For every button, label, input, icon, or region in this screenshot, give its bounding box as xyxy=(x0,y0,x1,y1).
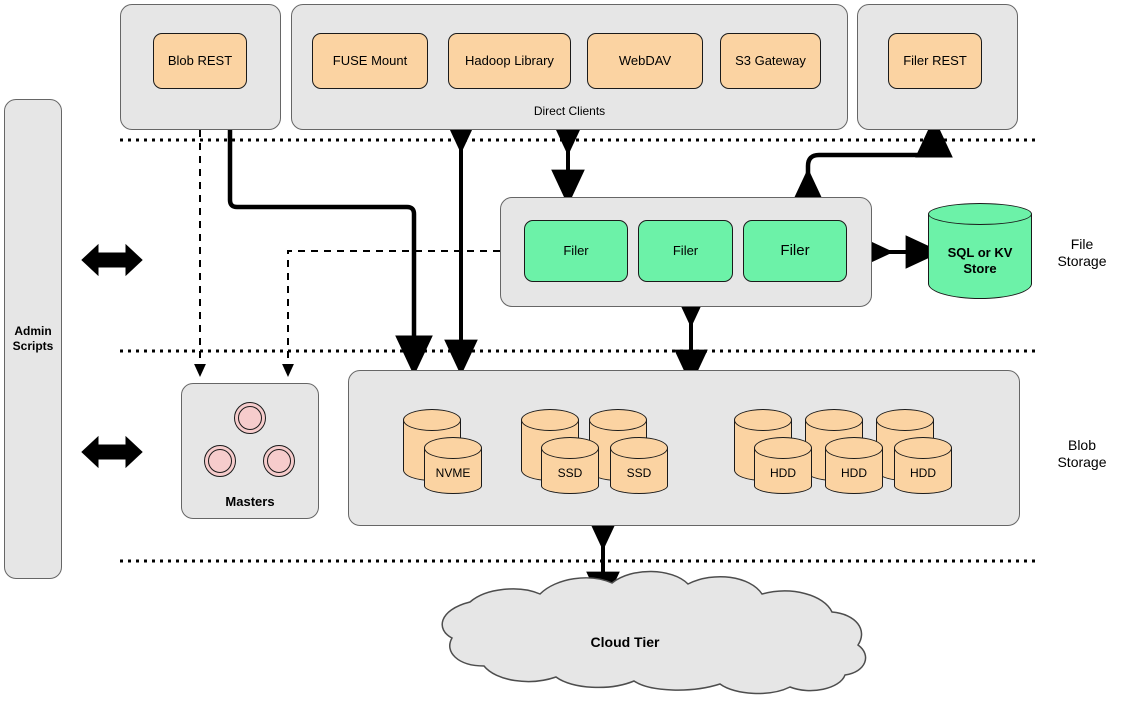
hdd-disk-front-2[interactable]: HDD xyxy=(825,437,883,494)
nvme-disk-front-1[interactable]: NVME xyxy=(424,437,482,494)
client-box-webdav[interactable]: WebDAV xyxy=(587,33,703,89)
ssd-disk-front-1[interactable]: SSD xyxy=(541,437,599,494)
cloud-tier-shape xyxy=(441,570,867,695)
ssd-disk-front-2[interactable]: SSD xyxy=(610,437,668,494)
hdd-disk-front-3[interactable]: HDD xyxy=(894,437,952,494)
tier-label-file-storage: File Storage xyxy=(1057,236,1107,269)
filer-node-3[interactable]: Filer xyxy=(743,220,847,282)
admin-scripts-panel[interactable]: Admin Scripts xyxy=(4,99,62,579)
filer-node-1[interactable]: Filer xyxy=(524,220,628,282)
link-blobrest-volumes xyxy=(227,130,433,376)
client-box-hadoop-library[interactable]: Hadoop Library xyxy=(448,33,571,89)
cylinder-top xyxy=(894,437,952,459)
masters-label: Masters xyxy=(225,494,275,509)
link-filerrest-filercluster xyxy=(789,117,953,209)
cylinder-top xyxy=(541,437,599,459)
master-node-1[interactable] xyxy=(234,402,266,434)
client-box-filer-rest[interactable]: Filer REST xyxy=(888,33,982,89)
admin-blob-arrow xyxy=(81,435,143,469)
filer-node-2[interactable]: Filer xyxy=(638,220,733,282)
cylinder-top xyxy=(754,437,812,459)
cylinder-top xyxy=(521,409,579,431)
hdd-label: HDD xyxy=(910,466,936,480)
cylinder-top xyxy=(825,437,883,459)
metadata-store-label: SQL or KV Store xyxy=(947,244,1013,276)
cloud-tier-label: Cloud Tier xyxy=(590,634,660,650)
hdd-label: HDD xyxy=(841,466,867,480)
hdd-label: HDD xyxy=(770,466,796,480)
cylinder-top xyxy=(403,409,461,431)
nvme-label: NVME xyxy=(435,466,471,480)
metadata-store-cylinder[interactable]: SQL or KV Store xyxy=(928,203,1032,299)
cylinder-top xyxy=(424,437,482,459)
tier-label-blob-storage: Blob Storage xyxy=(1057,437,1107,470)
direct-clients-caption: Direct Clients xyxy=(533,104,606,118)
ssd-label: SSD xyxy=(557,466,583,480)
hdd-disk-front-1[interactable]: HDD xyxy=(754,437,812,494)
cylinder-top xyxy=(928,203,1032,225)
cylinder-top xyxy=(610,437,668,459)
cylinder-top xyxy=(589,409,647,431)
admin-file-arrow xyxy=(81,243,143,277)
ssd-label: SSD xyxy=(626,466,652,480)
cylinder-top xyxy=(876,409,934,431)
cylinder-top xyxy=(734,409,792,431)
client-box-blob-rest[interactable]: Blob REST xyxy=(153,33,247,89)
cylinder-body xyxy=(928,214,1032,299)
link-filer-masters xyxy=(282,250,500,378)
master-node-3[interactable] xyxy=(263,445,295,477)
admin-scripts-label: Admin Scripts xyxy=(12,324,54,353)
master-node-2[interactable] xyxy=(204,445,236,477)
client-box-s3-gateway[interactable]: S3 Gateway xyxy=(720,33,821,89)
cylinder-top xyxy=(805,409,863,431)
client-box-fuse-mount[interactable]: FUSE Mount xyxy=(312,33,428,89)
